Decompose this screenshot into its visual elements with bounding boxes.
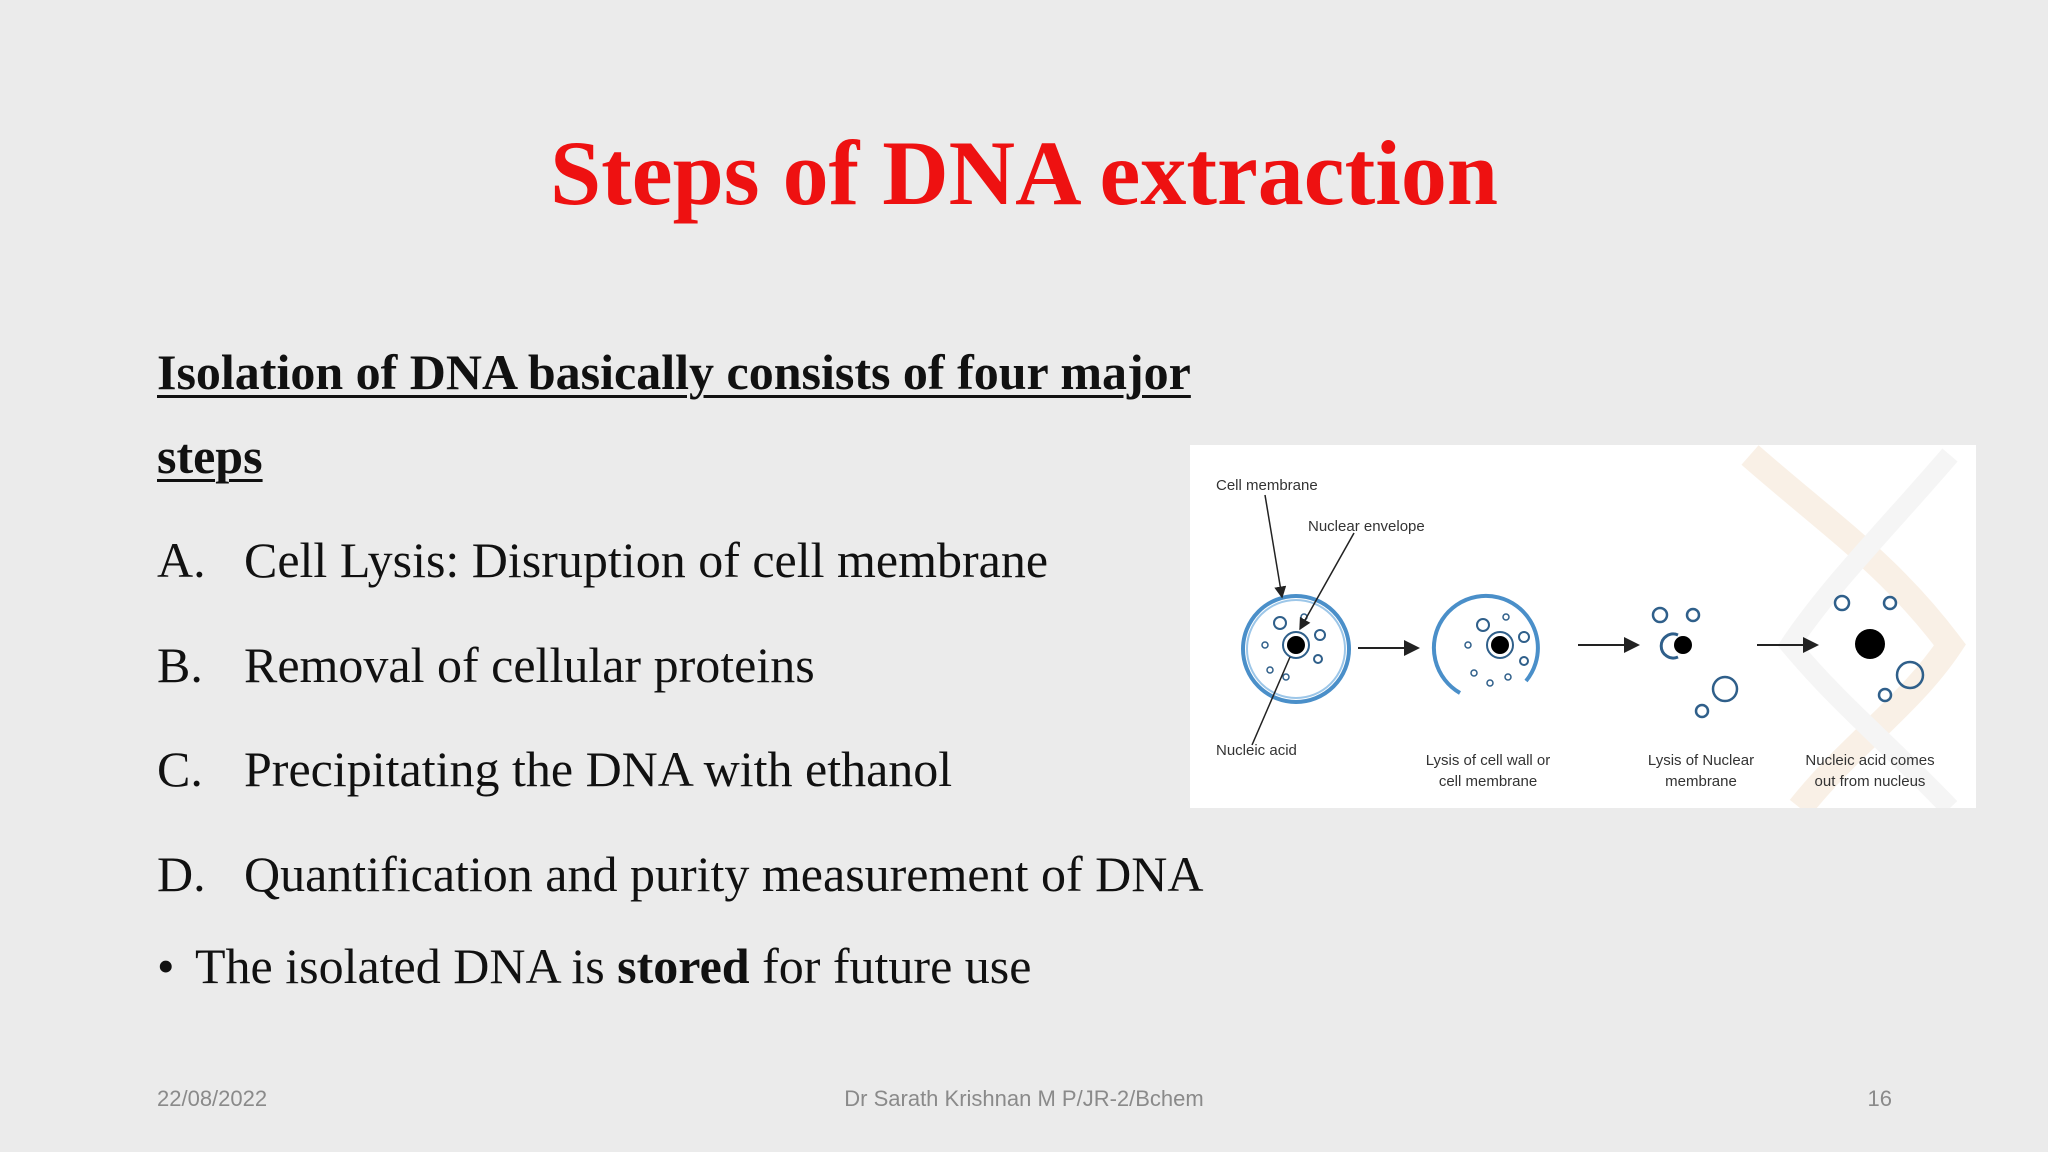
intro-heading: Isolation of DNA basically consists of f… [157, 344, 1191, 484]
nuclear-envelope-pointer [1299, 532, 1355, 631]
step-item: A. Cell Lysis: Disruption of cell membra… [157, 508, 1357, 613]
slide-title: Steps of DNA extraction [550, 122, 1498, 224]
label-stage4-line2: out from nucleus [1815, 773, 1926, 790]
bullet-text-bold: stored [617, 938, 750, 994]
footer-date: 22/08/2022 [157, 1086, 268, 1111]
bullet-text-after: for future use [749, 938, 1032, 994]
lysed-cell-icon [1431, 593, 1540, 695]
step-letter: C. [157, 741, 203, 797]
step-letter: A. [157, 532, 206, 588]
step-letter: B. [157, 636, 203, 693]
step-letter: D. [157, 845, 206, 902]
step-item: D. Quantification and purity measurement… [157, 822, 1357, 927]
label-nucleic-acid: Nucleic acid [1216, 742, 1297, 759]
lysed-nucleus-icon [1651, 606, 1739, 719]
label-stage4-line1: Nucleic acid comes [1805, 752, 1934, 769]
step-item: C. Precipitating the DNA with ethanol [157, 717, 1357, 822]
bullet-icon: • [157, 938, 175, 994]
nucleic-acid-pointer [1251, 656, 1291, 746]
step-text: Removal of cellular proteins [244, 636, 815, 693]
storage-bullet: • The isolated DNA is stored for future u… [157, 914, 1031, 1018]
label-stage2-line1: Lysis of cell wall or [1426, 752, 1550, 769]
footer-page-number: 16 [1867, 1086, 1892, 1111]
released-nucleic-acid-icon [1833, 594, 1925, 703]
step-text: Precipitating the DNA with ethanol [244, 741, 953, 797]
step-text: Cell Lysis: Disruption of cell membrane [244, 532, 1049, 588]
step-item: B. Removal of cellular proteins [157, 613, 1357, 718]
label-stage3-line1: Lysis of Nuclear [1648, 752, 1754, 769]
step-text: Quantification and purity measurement of… [244, 845, 1204, 902]
bullet-text-before: The isolated DNA is [195, 938, 618, 994]
footer-author: Dr Sarath Krishnan M P/JR-2/Bchem [844, 1086, 1204, 1111]
diagram-svg: Cell membrane Nuclear envelope Nucleic a… [1216, 445, 1966, 808]
label-nuclear-envelope: Nuclear envelope [1308, 518, 1425, 535]
label-cell-membrane: Cell membrane [1216, 477, 1318, 494]
intact-cell-icon [1241, 594, 1351, 704]
dna-extraction-diagram: Cell membrane Nuclear envelope Nucleic a… [1190, 445, 1976, 808]
label-stage3-line2: membrane [1665, 773, 1737, 790]
steps-list: A. Cell Lysis: Disruption of cell membra… [157, 508, 1357, 926]
label-stage2-line2: cell membrane [1439, 773, 1537, 790]
cell-membrane-pointer [1264, 494, 1287, 599]
